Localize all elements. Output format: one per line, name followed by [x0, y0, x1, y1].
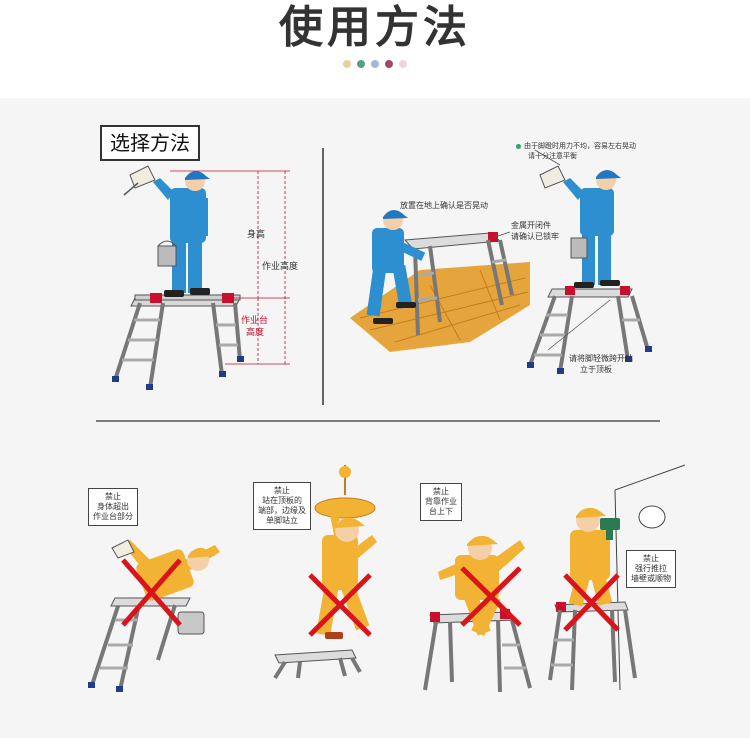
dot-1 [343, 60, 351, 68]
label-height: 身高 [247, 230, 266, 240]
dot-3 [371, 60, 379, 68]
prohibition-4-line3: 墙壁或顺物 [631, 574, 671, 583]
prohibition-2-line3: 端部，边缘及 [258, 506, 306, 515]
worker-blue-1-icon [123, 165, 210, 297]
pointer-lines [494, 149, 611, 351]
prohibition-1-illustration [88, 539, 220, 692]
prohibition-1-box: 禁止 身体超出 作业台部分 [88, 488, 138, 526]
dot-5 [399, 60, 407, 68]
label-shaking-warning-line1: 由于脚蹬时用力不均，容易左右晃动 [516, 141, 636, 152]
prohibition-2-box: 禁止 站在顶板的 端部，边缘及 单脚站立 [253, 482, 311, 530]
prohibition-1-line1: 禁止 [105, 492, 121, 501]
dot-2 [357, 60, 365, 68]
prohibition-2-line1: 禁止 [274, 486, 290, 495]
prohibition-1-line3: 作业台部分 [93, 512, 133, 521]
worker-blue-2-icon [366, 209, 426, 324]
label-work-height: 作业高度 [262, 262, 299, 272]
prohibition-1-line2: 身体超出 [97, 502, 129, 511]
prohibition-3-line1: 禁止 [433, 487, 449, 496]
height-measure-lines [170, 170, 290, 365]
dot-4 [385, 60, 393, 68]
ladder-3-icon [527, 286, 652, 374]
prohibition-2-line4: 单脚站立 [266, 516, 298, 525]
prohibition-4-illustration [548, 464, 686, 691]
label-spread-feet-line2: 立于顶板 [580, 365, 612, 374]
page-title: 使用方法 [279, 2, 471, 53]
prohibition-2-illustration [273, 465, 377, 680]
label-metal-lock-line2: 请确认已锁牢 [511, 232, 559, 241]
ladder-1-icon [112, 293, 244, 390]
label-metal-lock-line1: 金属开闭件 [511, 221, 551, 230]
prohibition-3-line2: 背靠作业 [425, 497, 457, 506]
prohibition-2-line2: 站在顶板的 [262, 496, 302, 505]
label-platform-height-line1: 作业台 [241, 316, 269, 326]
label-platform-height-line2: 高度 [246, 328, 265, 338]
green-dot-icon [516, 143, 521, 149]
label-place-on-ground: 放置在地上确认是否晃动 [400, 201, 488, 210]
decorative-dots [0, 60, 750, 68]
content-panel [0, 98, 750, 738]
label-spread-feet-line1: 请将脚轻微跨开站 [569, 354, 633, 363]
worker-blue-3-icon [539, 165, 621, 288]
prohibition-4-line2: 强行推拉 [635, 564, 667, 573]
prohibition-4-line1: 禁止 [643, 554, 659, 563]
label-shaking-warning-text: 由于脚蹬时用力不均，容易左右晃动 [524, 142, 636, 150]
header: 使用方法 [0, 0, 750, 98]
prohibition-3-box: 禁止 背靠作业 台上下 [420, 483, 462, 521]
ladder-2-icon [403, 232, 514, 336]
prohibition-3-line3: 台上下 [429, 507, 453, 516]
prohibition-3-illustration [423, 535, 532, 693]
prohibition-4-box: 禁止 强行推拉 墙壁或顺物 [626, 550, 676, 588]
label-shaking-warning-line2: 请十分注意平衡 [528, 152, 577, 160]
method-title: 选择方法 [100, 125, 200, 161]
